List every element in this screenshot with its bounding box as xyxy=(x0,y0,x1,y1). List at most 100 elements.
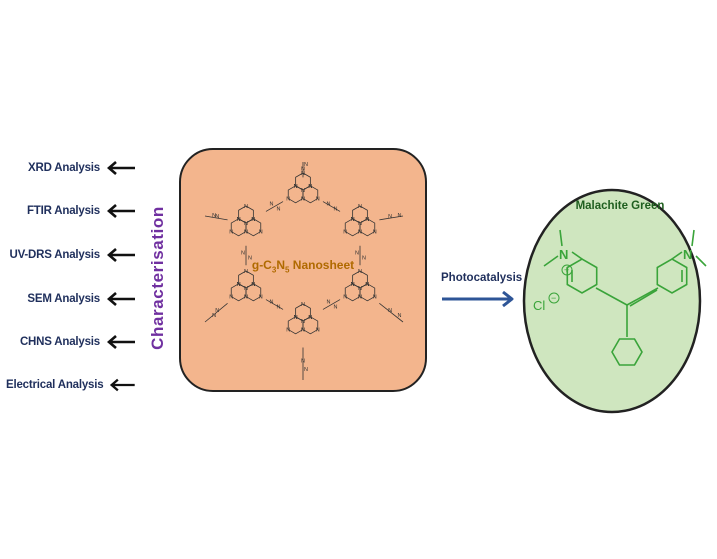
nitrogen-atom-label: N xyxy=(327,202,331,208)
methyl-bond xyxy=(695,255,707,267)
nitrogen-atom-label: N xyxy=(259,230,263,236)
nitrogen-atom-label: N xyxy=(270,300,274,306)
heptazine-ring xyxy=(302,185,319,204)
characterisation-label-wrap: Characterisation xyxy=(143,192,173,364)
nitrogen-atom-label: N xyxy=(351,217,355,223)
nitrogen-atom-label: N xyxy=(294,315,298,321)
methyl-bond xyxy=(543,255,559,267)
characterisation-label: Characterisation xyxy=(148,206,167,350)
left-arrow-icon xyxy=(107,248,135,262)
analysis-label: FTIR Analysis xyxy=(26,205,100,217)
analysis-uvdrs: UV-DRS Analysis xyxy=(6,244,136,266)
nitrogen-atom-label: N xyxy=(301,302,305,308)
nitrogen-atom-label: N xyxy=(362,256,366,262)
nitrogen-atom-label: N xyxy=(343,295,347,301)
methyl-bond xyxy=(691,229,695,247)
nitrogen-atom-label: N xyxy=(358,269,362,275)
nitrogen-atom-label: N xyxy=(244,269,248,275)
nitrogen-atom-label: N xyxy=(316,328,320,334)
nanosheet-label-suffix: Nanosheet xyxy=(289,258,355,272)
analysis-chns: CHNS Analysis xyxy=(6,331,136,353)
nitrogen-atom-label: N xyxy=(301,328,305,334)
heptazine-ring xyxy=(359,283,376,302)
heptazine-ring xyxy=(359,218,376,237)
analysis-label: Electrical Analysis xyxy=(6,379,104,391)
right-ring xyxy=(656,258,688,294)
nitrogen-atom-label: N xyxy=(237,282,241,288)
nitrogen-atom-label: N xyxy=(365,282,369,288)
nitrogen-atom-label: N xyxy=(301,319,305,325)
methyl-bond xyxy=(559,229,563,247)
analysis-ftir: FTIR Analysis xyxy=(6,200,136,222)
bond xyxy=(571,251,583,260)
nitrogen-atom-label: N xyxy=(373,295,377,301)
nitrogen-atom-label: N xyxy=(244,286,248,292)
nitrogen-atom-label: N xyxy=(358,295,362,301)
nitrogen-atom-label: N xyxy=(304,162,308,168)
left-ring xyxy=(566,258,598,294)
nanosheet-label-sub1: 3 xyxy=(271,265,277,275)
nitrogen-atom-label: N xyxy=(212,313,216,319)
nitrogen-atom-label: N xyxy=(244,295,248,301)
nitrogen-atom-label: N xyxy=(358,230,362,236)
nitrogen-atom-label: N xyxy=(358,204,362,210)
left-arrow-icon xyxy=(107,161,135,175)
nanosheet-label-sub2: 5 xyxy=(284,265,290,275)
phenyl-ring xyxy=(611,338,643,366)
nitrogen-atom-label: N xyxy=(308,184,312,190)
nitrogen-atom-label: N xyxy=(301,328,305,334)
nitrogen-atom-label: N xyxy=(215,214,219,220)
charge-circle xyxy=(561,264,573,276)
azo-bridge xyxy=(322,201,341,212)
nitrogen-atom-label: N xyxy=(308,315,312,321)
nitrogen-atom-label: N xyxy=(237,217,241,223)
nitrogen-atom-label: N xyxy=(334,305,338,311)
nitrogen-atom-label: N xyxy=(294,315,298,321)
nitrogen-atom-label: N xyxy=(244,230,248,236)
malachite-green-title: Malachite Green xyxy=(575,200,665,212)
nitrogen-atom-label: N xyxy=(365,282,369,288)
nitrogen-atom-label: N xyxy=(308,184,312,190)
nitrogen-atom-label: N xyxy=(244,204,248,210)
nitrogen-atom-label: N xyxy=(259,295,263,301)
nitrogen-atom-label: N xyxy=(248,256,252,262)
nitrogen-atom-label: N xyxy=(373,230,377,236)
azo-bridge xyxy=(265,299,284,310)
nitrogen-atom-label: N xyxy=(301,188,305,194)
analysis-electrical: Electrical Analysis xyxy=(6,374,136,396)
nitrogen-atom-label: N xyxy=(229,295,233,301)
nitrogen-atom-label: N xyxy=(351,217,355,223)
nitrogen-atom-label: N xyxy=(294,184,298,190)
nitrogen-left: N xyxy=(559,247,568,262)
nitrogen-atom-label: N xyxy=(358,286,362,292)
nitrogen-atom-label: N xyxy=(365,217,369,223)
nitrogen-atom-label: N xyxy=(308,315,312,321)
nitrogen-atom-label: N xyxy=(388,308,392,314)
nitrogen-atom-label: N xyxy=(251,217,255,223)
nitrogen-atom-label: N xyxy=(301,358,305,364)
positive-charge: + xyxy=(564,265,569,275)
nitrogen-right: N xyxy=(683,247,692,262)
nitrogen-atom-label: N xyxy=(358,221,362,227)
nitrogen-atom-label: N xyxy=(355,251,359,257)
nitrogen-atom-label: N xyxy=(301,166,305,172)
nitrogen-atom-label: N xyxy=(237,282,241,288)
nitrogen-atom-label: N xyxy=(251,282,255,288)
nitrogen-atom-label: N xyxy=(251,217,255,223)
nitrogen-atom-label: N xyxy=(215,308,219,314)
right-arrow-icon xyxy=(442,290,514,308)
left-arrow-icon xyxy=(107,204,135,218)
nitrogen-atom-label: N xyxy=(244,295,248,301)
analysis-xrd: XRD Analysis xyxy=(6,157,136,179)
nitrogen-atom-label: N xyxy=(294,184,298,190)
terminal-group xyxy=(379,215,404,221)
bond xyxy=(671,251,683,260)
nitrogen-atom-label: N xyxy=(244,221,248,227)
nitrogen-atom-label: N xyxy=(351,282,355,288)
analysis-label: SEM Analysis xyxy=(27,293,100,305)
nitrogen-atom-label: N xyxy=(327,300,331,306)
nanosheet-structure: NNNNNNNNNNNNNNNNNNNNNNNNNNNNNNNNNNNNNNNN… xyxy=(204,162,404,380)
nitrogen-atom-label: N xyxy=(358,230,362,236)
nitrogen-atom-label: N xyxy=(343,230,347,236)
